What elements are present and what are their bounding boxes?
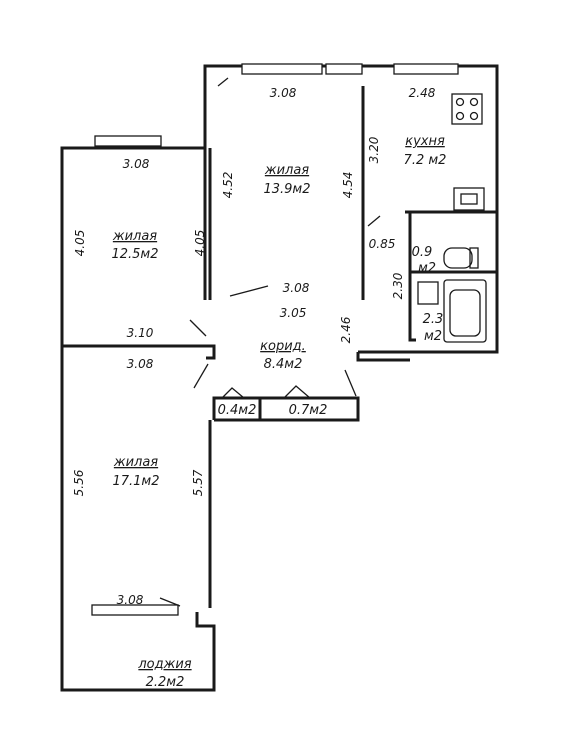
dim-top-room-height-right: 4.54: [341, 172, 355, 199]
door-swing-loggia: [159, 597, 181, 607]
window-top-room-left: [241, 63, 323, 75]
dim-bottom-room-width-bottom: 3.08: [117, 593, 144, 607]
wall-left-bottom-divider: [62, 344, 216, 360]
room-area-storage-large: 0.7м2: [289, 403, 328, 418]
dim-bottom-room-width-top: 3.08: [127, 357, 154, 371]
windows: [91, 63, 459, 616]
dim-bottom-room-height-right: 5.57: [191, 469, 205, 496]
dim-top-room-width-bottom: 3.08: [283, 281, 310, 295]
window-left-room: [94, 135, 162, 147]
room-area-toilet: 0.9: [412, 245, 433, 260]
window-top-room-right: [325, 63, 363, 75]
room-area-living-bottom: 17.1м2: [112, 474, 159, 489]
dim-corridor-height: 2.46: [339, 316, 353, 343]
fixtures: [417, 93, 487, 343]
room-area-storage-small: 0.4м2: [218, 403, 257, 418]
bathtub-icon: [443, 279, 487, 343]
room-area-corridor: 8.4м2: [264, 357, 303, 372]
room-label-living-bottom: жилая: [113, 455, 158, 470]
doors: [159, 77, 381, 607]
stove-burner-icon: [469, 111, 479, 121]
door-swing-top-room: [229, 285, 269, 297]
room-area-bathroom: 2.3: [423, 312, 444, 327]
toilet-icon: [443, 247, 473, 269]
room-label-living-top: жилая: [264, 163, 309, 178]
dim-top-room-height-left: 4.52: [221, 172, 235, 199]
stove-burner-icon: [455, 97, 465, 107]
stove-burner-icon: [469, 97, 479, 107]
dim-corridor-width: 3.05: [280, 306, 307, 320]
room-area-loggia: 2.2м2: [146, 675, 185, 690]
door-swing-left-room: [189, 319, 207, 337]
wall-toilet: [408, 212, 416, 342]
room-area-toilet-unit: м2: [418, 261, 436, 276]
room-label-loggia: лоджия: [137, 657, 191, 672]
dim-kitchen-height: 3.20: [367, 136, 381, 163]
room-area-bathroom-unit: м2: [424, 329, 442, 344]
dim-left-room-height-right: 4.05: [193, 230, 207, 257]
room-label-kitchen: кухня: [405, 134, 445, 149]
room-label-living-left: жилая: [112, 229, 157, 244]
dim-left-room-height-left: 4.05: [73, 230, 87, 257]
wall-storage: [212, 396, 360, 422]
wall-top-exterior: [203, 64, 499, 354]
door-swing-storage-large: [283, 385, 311, 399]
washbasin-icon: [417, 281, 439, 305]
bathtub-inner-icon: [449, 289, 481, 337]
kitchen-vent-mark: [217, 77, 229, 87]
door-swing-corridor: [344, 369, 357, 397]
window-bottom-room: [91, 604, 179, 616]
room-label-corridor: корид.: [260, 339, 306, 354]
stove-burner-icon: [455, 111, 465, 121]
dim-kitchen-width: 2.48: [409, 86, 436, 100]
room-area-living-top: 13.9м2: [263, 182, 310, 197]
room-area-living-left: 12.5м2: [111, 247, 158, 262]
stove-icon: [451, 93, 483, 125]
kitchen-sink-icon: [453, 187, 485, 211]
room-area-kitchen: 7.2 м2: [404, 153, 447, 168]
dim-left-room-width-top: 3.08: [123, 157, 150, 171]
toilet-tank-icon: [469, 247, 479, 269]
room-labels: жилая 13.9м2 жилая 12.5м2 жилая 17.1м2 к…: [111, 134, 446, 690]
wall-loggia-outline: [60, 612, 216, 692]
kitchen-sink-basin-icon: [460, 193, 478, 205]
dim-bottom-room-height-left: 5.56: [72, 469, 86, 496]
walls: [60, 64, 499, 692]
window-kitchen: [393, 63, 459, 75]
dim-bath-block-height: 2.30: [391, 272, 405, 299]
dimension-labels: 3.08 3.08 4.52 4.54 2.48 3.20 0.85 2.30 …: [72, 86, 436, 607]
door-swing-kitchen: [367, 215, 381, 227]
door-swing-bottom-room: [193, 363, 209, 389]
dim-top-room-width-top: 3.08: [270, 86, 297, 100]
dim-left-room-width-bottom: 3.10: [127, 326, 154, 340]
door-swing-storage-small: [221, 387, 245, 399]
dim-kitchen-passage: 0.85: [369, 237, 396, 251]
wall-bath-corner: [356, 352, 410, 362]
